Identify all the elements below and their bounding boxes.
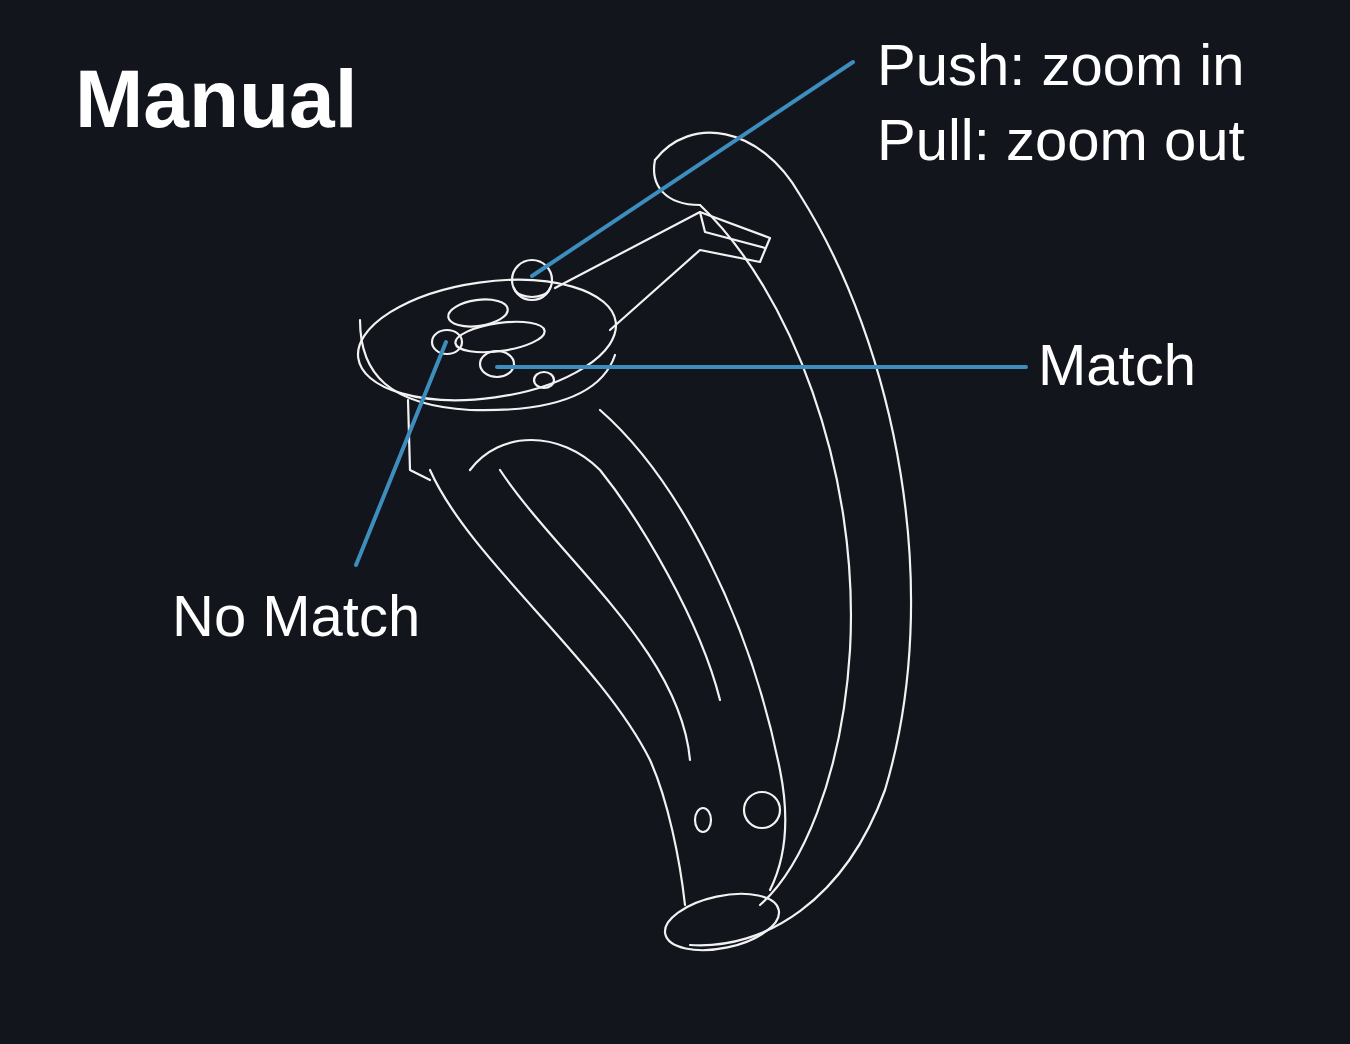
match-button <box>480 351 514 377</box>
leader-line <box>356 342 446 565</box>
side-sensor <box>695 808 711 832</box>
handle-back <box>600 410 785 890</box>
controller-face <box>350 264 624 415</box>
handle-grip-line <box>500 470 690 760</box>
leader-line <box>532 62 853 276</box>
diagram-title: Manual <box>75 58 357 140</box>
ring-arm-edge <box>700 212 765 248</box>
thumbstick-base <box>514 288 550 297</box>
ring-inner <box>700 205 851 905</box>
handle-front <box>430 470 685 905</box>
callout-label: No Match <box>172 587 420 645</box>
callout-label: Pull: zoom out <box>877 111 1245 169</box>
callout-label: Push: zoom in <box>877 36 1245 94</box>
ring-arm <box>555 212 770 330</box>
controller-outline <box>350 133 911 960</box>
leader-line <box>497 365 1026 369</box>
ring-bottom-cap <box>660 885 784 960</box>
menu-button <box>446 296 509 330</box>
small-button <box>534 372 554 388</box>
side-button <box>744 792 780 828</box>
callout-label: Match <box>1038 336 1196 394</box>
